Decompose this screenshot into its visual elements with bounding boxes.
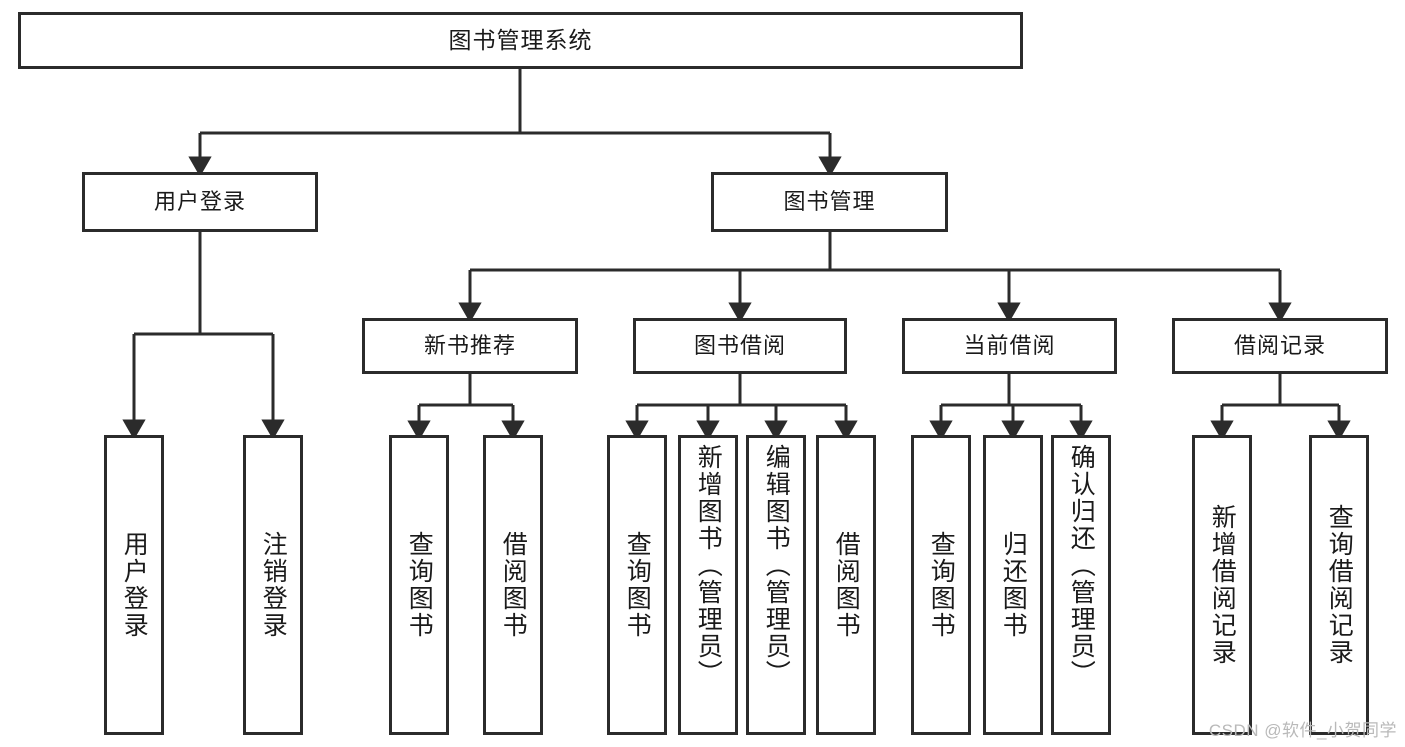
node-leaf-query-book-borrow-label: 查询图书 (623, 531, 652, 639)
node-leaf-query-book-current[interactable]: 查询图书 (911, 435, 971, 735)
node-new-book-recommend-label: 新书推荐 (423, 332, 516, 358)
node-root-label: 图书管理系统 (448, 26, 593, 53)
node-book-borrow-label: 图书借阅 (693, 332, 786, 358)
node-leaf-query-book-recommend-label: 查询图书 (405, 531, 434, 639)
node-book-management[interactable]: 图书管理 (711, 172, 948, 232)
node-leaf-borrow-book-recommend-label: 借阅图书 (499, 531, 528, 639)
node-book-management-label: 图书管理 (783, 188, 876, 214)
node-leaf-edit-book[interactable]: 编辑图书（管理员） (746, 435, 806, 735)
node-leaf-query-book-recommend[interactable]: 查询图书 (389, 435, 449, 735)
node-leaf-confirm-return[interactable]: 确认归还（管理员） (1051, 435, 1111, 735)
node-leaf-add-book-label: 新增图书（管理员） (694, 444, 723, 687)
node-leaf-borrow-book[interactable]: 借阅图书 (816, 435, 876, 735)
node-leaf-user-login-label: 用户登录 (120, 531, 149, 639)
node-leaf-query-record[interactable]: 查询借阅记录 (1309, 435, 1369, 735)
node-user-login-label: 用户登录 (153, 188, 246, 214)
node-leaf-query-book-borrow[interactable]: 查询图书 (607, 435, 667, 735)
node-leaf-query-record-label: 查询借阅记录 (1325, 504, 1354, 666)
node-leaf-borrow-book-recommend[interactable]: 借阅图书 (483, 435, 543, 735)
node-leaf-confirm-return-label: 确认归还（管理员） (1067, 444, 1096, 687)
node-leaf-logout-label: 注销登录 (259, 531, 288, 639)
node-leaf-add-record-label: 新增借阅记录 (1208, 504, 1237, 666)
node-current-borrow[interactable]: 当前借阅 (902, 318, 1117, 374)
node-borrow-records[interactable]: 借阅记录 (1172, 318, 1388, 374)
node-leaf-add-book[interactable]: 新增图书（管理员） (678, 435, 738, 735)
node-leaf-borrow-book-label: 借阅图书 (832, 531, 861, 639)
node-user-login[interactable]: 用户登录 (82, 172, 318, 232)
node-leaf-query-book-current-label: 查询图书 (927, 531, 956, 639)
node-leaf-user-login[interactable]: 用户登录 (104, 435, 164, 735)
node-book-borrow[interactable]: 图书借阅 (633, 318, 847, 374)
node-leaf-return-book-label: 归还图书 (999, 531, 1028, 639)
node-leaf-logout[interactable]: 注销登录 (243, 435, 303, 735)
node-leaf-return-book[interactable]: 归还图书 (983, 435, 1043, 735)
node-leaf-edit-book-label: 编辑图书（管理员） (762, 444, 791, 687)
node-root[interactable]: 图书管理系统 (18, 12, 1023, 69)
node-leaf-add-record[interactable]: 新增借阅记录 (1192, 435, 1252, 735)
node-current-borrow-label: 当前借阅 (963, 332, 1056, 358)
node-new-book-recommend[interactable]: 新书推荐 (362, 318, 578, 374)
node-borrow-records-label: 借阅记录 (1233, 332, 1326, 358)
